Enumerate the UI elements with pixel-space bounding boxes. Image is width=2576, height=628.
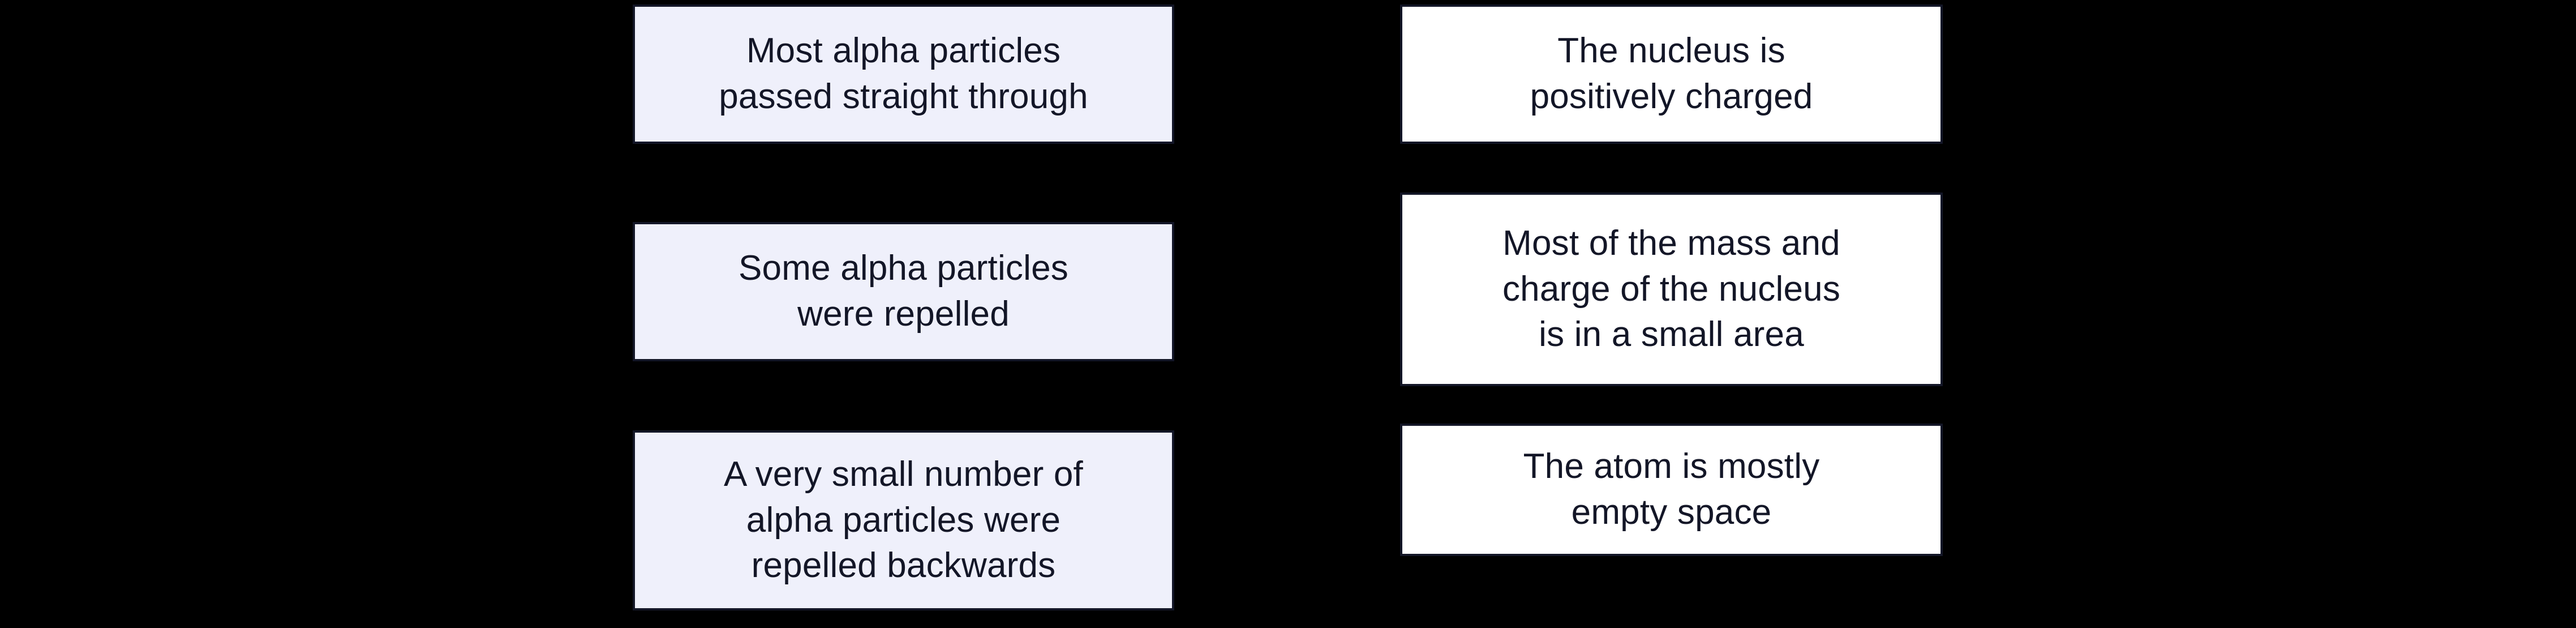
- observation-card-2-label: Some alpha particles were repelled: [739, 249, 1068, 334]
- observation-card-2[interactable]: Some alpha particles were repelled: [633, 222, 1174, 361]
- observation-card-1[interactable]: Most alpha particles passed straight thr…: [633, 5, 1174, 144]
- conclusion-card-3-label: The atom is mostly empty space: [1523, 447, 1820, 532]
- conclusion-card-2-label: Most of the mass and charge of the nucle…: [1502, 224, 1841, 354]
- observation-card-1-label: Most alpha particles passed straight thr…: [719, 31, 1088, 116]
- observation-card-3[interactable]: A very small number of alpha particles w…: [633, 430, 1174, 610]
- conclusion-card-1[interactable]: The nucleus is positively charged: [1400, 5, 1943, 144]
- conclusion-card-2[interactable]: Most of the mass and charge of the nucle…: [1400, 193, 1943, 386]
- observation-card-3-label: A very small number of alpha particles w…: [724, 455, 1083, 586]
- conclusion-card-3[interactable]: The atom is mostly empty space: [1400, 424, 1943, 556]
- conclusion-card-1-label: The nucleus is positively charged: [1530, 31, 1813, 116]
